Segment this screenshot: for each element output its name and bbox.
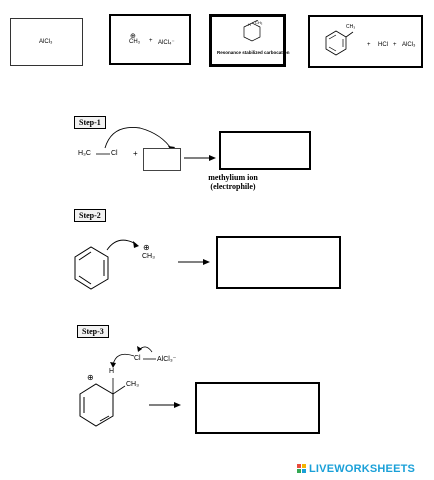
toluene-ring-icon <box>325 30 354 56</box>
h3c-text: H₃C <box>78 150 91 157</box>
step3-drop-box[interactable] <box>195 382 320 434</box>
liveworksheets-logo-icon <box>297 464 306 473</box>
card-text-alcl3: AlCl₃ <box>39 39 53 45</box>
step1-drop-box-small[interactable] <box>143 148 181 171</box>
carbocation-ring-icon: H <box>243 20 261 42</box>
h-text: H <box>109 368 115 375</box>
answer-card-methylium-alcl4[interactable]: ⊕ CH₃ + AlCl₄⁻ <box>109 14 191 65</box>
answer-card-toluene-products[interactable]: CH₃ + HCl + AlCl₃ <box>308 15 423 68</box>
step2-label: Step-2 <box>74 209 106 222</box>
card-caption: Resonance stabilized carbocation <box>217 50 290 55</box>
step1-drop-box[interactable] <box>219 131 311 170</box>
methylium-label: methylium ion (electrophile) <box>198 173 268 191</box>
alcl3-text: AlCl₃⁻ <box>157 356 177 363</box>
card-text-hcl: HCl <box>378 42 388 48</box>
cl-text: Cl <box>134 355 141 362</box>
ch3-text: CH₃ <box>142 253 155 260</box>
card-text-ch3: CH₃ <box>346 24 356 30</box>
step1-label: Step-1 <box>74 116 106 129</box>
card-text-alcl4: AlCl₄⁻ <box>158 40 175 46</box>
step2-drop-box[interactable] <box>216 236 341 289</box>
card-text-plus: + <box>393 42 397 48</box>
charge-symbol: ⊕ <box>130 33 136 40</box>
cl-text: Cl <box>111 150 118 157</box>
card-text-ch3: CH₃ <box>255 20 263 25</box>
ch3-text: CH₃ <box>126 381 139 388</box>
card-text-alcl3: AlCl₃ <box>402 42 416 48</box>
label-line1: methylium ion <box>208 173 258 182</box>
card-text-plus: + <box>367 42 371 48</box>
answer-card-alcl3[interactable]: AlCl₃ <box>10 18 83 66</box>
answer-card-carbocation[interactable]: H CH₃ Resonance stabilized carbocation <box>209 14 290 67</box>
charge-symbol: ⊕ <box>87 373 94 382</box>
liveworksheets-logo[interactable]: LIVEWORKSHEETS <box>309 463 416 475</box>
plus-text: + <box>133 149 138 158</box>
card-text-plus: + <box>149 38 153 44</box>
svg-text:H: H <box>248 22 251 27</box>
card-text-ch3: CH₃ <box>129 39 141 45</box>
label-line2: (electrophile) <box>210 182 256 191</box>
step3-label: Step-3 <box>77 325 109 338</box>
charge-symbol: ⊕ <box>143 243 150 252</box>
